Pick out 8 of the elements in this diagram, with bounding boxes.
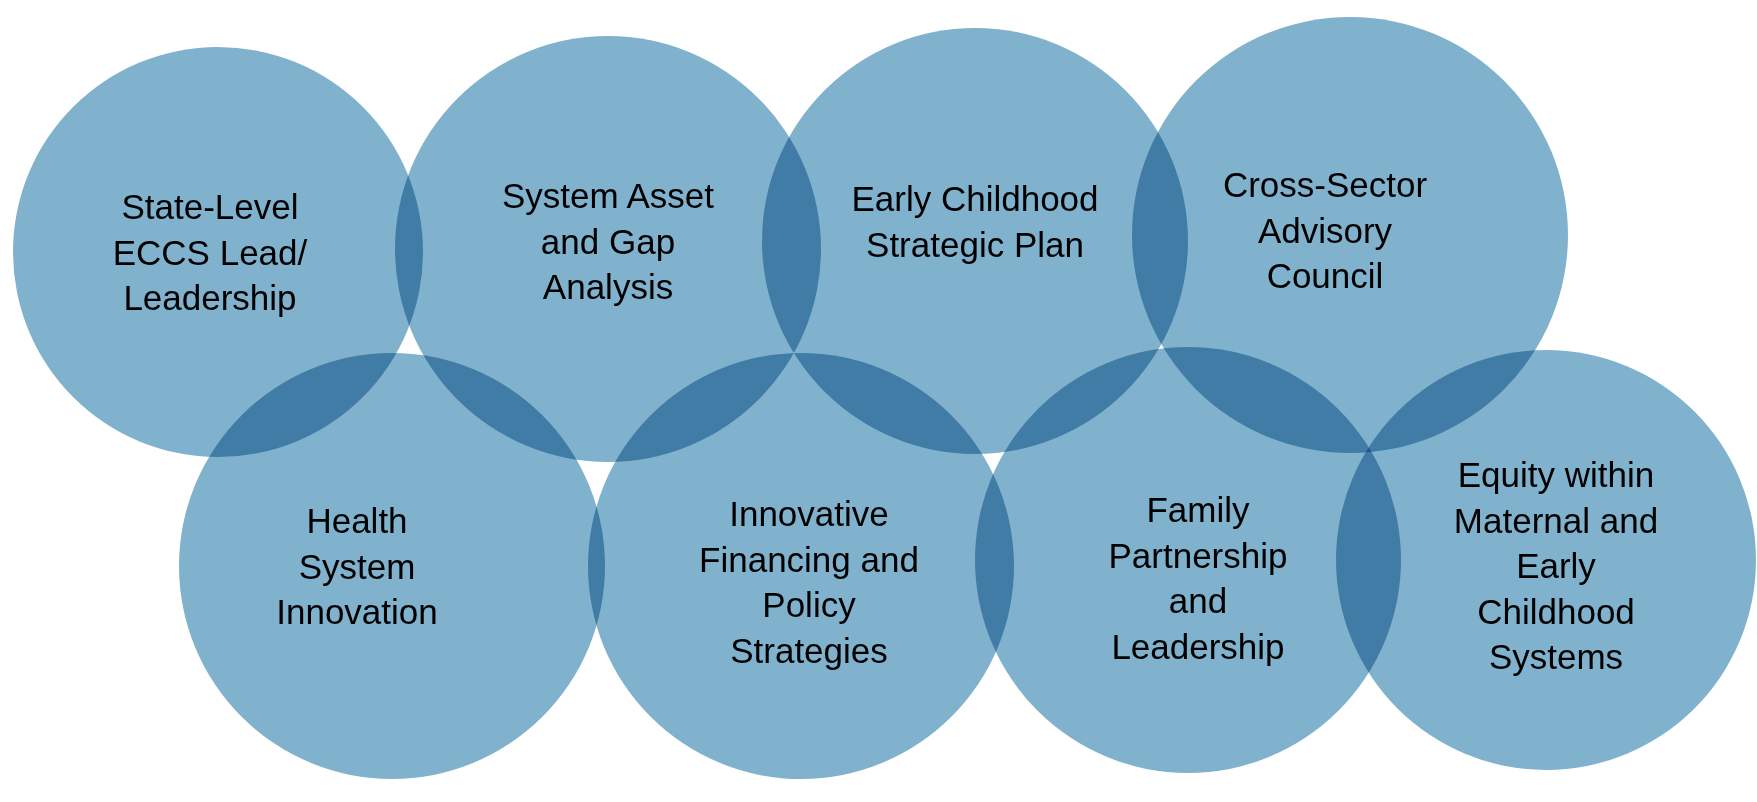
- topic-label: State-Level ECCS Lead/ Leadership: [111, 185, 309, 319]
- topic-label: Family Partnership and Leadership: [1107, 489, 1289, 668]
- topic-label: Early Childhood Strategic Plan: [850, 177, 1100, 266]
- topic-label: Health System Innovation: [275, 499, 439, 633]
- topic-label: Cross-Sector Advisory Council: [1221, 163, 1429, 297]
- topic-label: Equity within Maternal and Early Childhood Systems: [1452, 454, 1660, 679]
- topic-label: Innovative Financing and Policy Strategies: [698, 493, 920, 672]
- topic-label: System Asset and Gap Analysis: [501, 174, 715, 308]
